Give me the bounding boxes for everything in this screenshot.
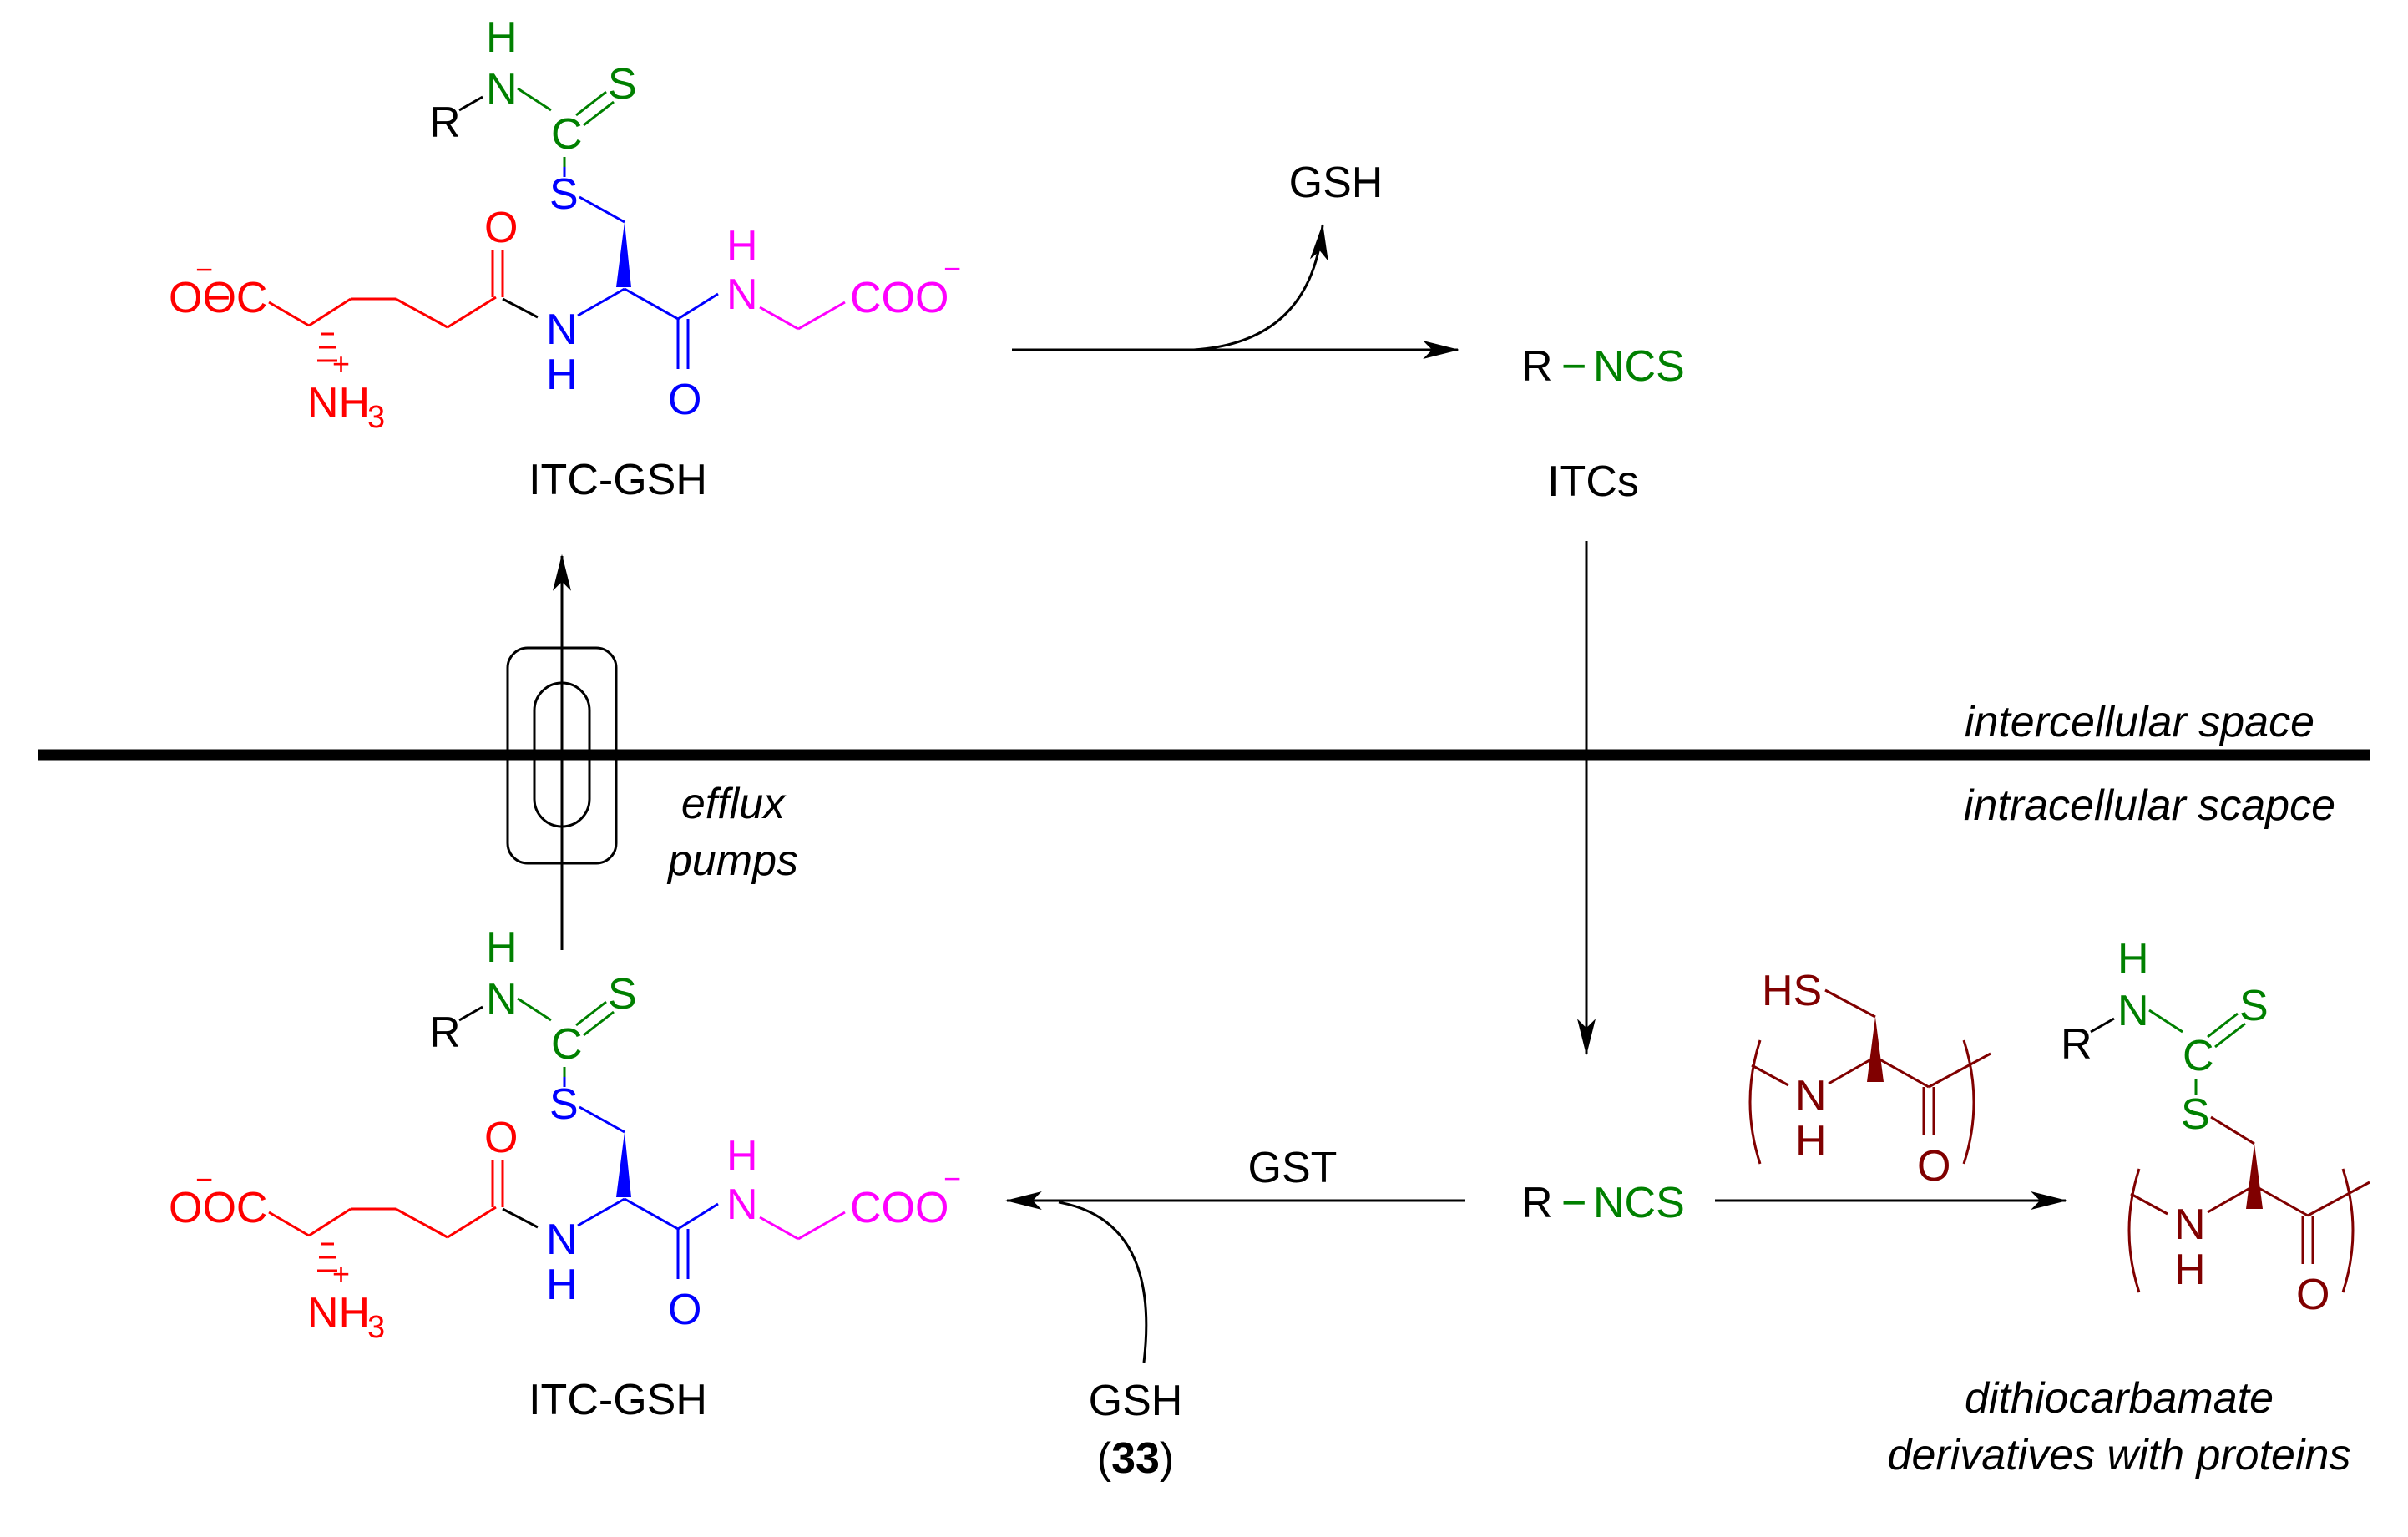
svg-text:H: H: [726, 1132, 758, 1181]
svg-text:COO: COO: [850, 1184, 949, 1232]
svg-text:S: S: [2239, 982, 2269, 1030]
svg-text:N: N: [726, 270, 758, 319]
itc-molecule-top: R − NCS: [1521, 342, 1685, 391]
svg-text:−: −: [195, 1162, 213, 1196]
dithiocarbamate-protein-structure: R N H C S S N H O: [2061, 935, 2370, 1319]
svg-text:+: +: [332, 346, 350, 381]
svg-text:H: H: [1795, 1117, 1827, 1165]
svg-text:O: O: [668, 1286, 701, 1334]
svg-text:OOC: OOC: [169, 1184, 267, 1232]
svg-text:N: N: [2174, 1201, 2206, 1249]
svg-text:N: N: [486, 975, 518, 1024]
svg-text:H: H: [486, 13, 518, 62]
svg-text:O: O: [668, 376, 701, 424]
svg-text:N: N: [2117, 987, 2149, 1035]
svg-text:+: +: [332, 1256, 350, 1291]
itc-gsh-label-top: ITC-GSH: [529, 456, 707, 504]
svg-text:R: R: [429, 1009, 461, 1057]
itc-gsh-structure-top: R N H C S S − OOC − O + NH 3: [169, 13, 961, 435]
itc-gsh-label-bottom: ITC-GSH: [529, 1376, 707, 1424]
itc-gsh-structure-bottom: R N H C S S OOC − O + NH 3 N H: [169, 923, 961, 1345]
svg-text:H: H: [2117, 935, 2149, 983]
svg-text:S: S: [2181, 1090, 2210, 1139]
svg-text:R: R: [2061, 1020, 2092, 1069]
svg-text:S: S: [608, 970, 637, 1019]
svg-text:C: C: [551, 110, 583, 159]
svg-text:O: O: [2296, 1271, 2330, 1319]
svg-text:NH: NH: [307, 1289, 370, 1337]
gst-label: GST: [1248, 1144, 1338, 1192]
svg-text:NH: NH: [307, 379, 370, 427]
protein-cysteine-structure: HS N H O: [1748, 967, 1991, 1191]
dithiocarbamate-label-line2: derivatives with proteins: [1888, 1431, 2351, 1479]
svg-text:R: R: [1521, 1179, 1553, 1227]
svg-text:C: C: [2183, 1032, 2214, 1080]
svg-text:3: 3: [367, 400, 385, 435]
intracellular-space-label: intracellular scapce: [1964, 781, 2335, 830]
gsh-reagent-label: GSH: [1089, 1377, 1183, 1425]
svg-text:R: R: [429, 99, 461, 147]
svg-text:OOC: OOC: [169, 274, 267, 322]
svg-text:−: −: [1561, 342, 1586, 391]
intercellular-space-label: intercellular space: [1965, 698, 2314, 746]
svg-text:O: O: [1917, 1142, 1950, 1191]
svg-text:S: S: [549, 170, 579, 219]
svg-text:HS: HS: [1762, 967, 1822, 1015]
svg-text:−: −: [205, 274, 230, 322]
svg-text:−: −: [195, 252, 213, 286]
svg-text:H: H: [546, 1261, 578, 1309]
svg-text:NCS: NCS: [1593, 342, 1685, 391]
svg-text:H: H: [486, 923, 518, 972]
gsh-released-label: GSH: [1289, 159, 1384, 207]
svg-text:H: H: [726, 222, 758, 270]
svg-text:COO: COO: [850, 274, 949, 322]
svg-text:−: −: [1561, 1179, 1586, 1227]
svg-text:N: N: [546, 306, 578, 354]
gsh-compound-number: (33): [1097, 1434, 1175, 1483]
svg-text:O: O: [484, 1114, 518, 1162]
svg-text:H: H: [2174, 1246, 2206, 1294]
svg-text:S: S: [608, 60, 637, 109]
svg-text:N: N: [1795, 1072, 1827, 1120]
itc-molecule-bottom: R − NCS: [1521, 1179, 1685, 1227]
svg-text:N: N: [726, 1181, 758, 1229]
pumps-label: pumps: [666, 837, 798, 885]
svg-text:N: N: [546, 1216, 578, 1264]
svg-text:−: −: [943, 251, 961, 286]
efflux-label: efflux: [681, 780, 787, 828]
svg-text:C: C: [551, 1020, 583, 1069]
svg-text:NCS: NCS: [1593, 1179, 1685, 1227]
svg-text:−: −: [943, 1161, 961, 1196]
svg-text:S: S: [549, 1080, 579, 1129]
itcs-label: ITCs: [1547, 458, 1639, 506]
svg-text:H: H: [546, 351, 578, 399]
gsh-release-curve: [1193, 223, 1328, 351]
svg-text:3: 3: [367, 1310, 385, 1345]
svg-text:N: N: [486, 65, 518, 114]
gsh-input-curve: [1058, 1201, 1148, 1363]
dithiocarbamate-label-line1: dithiocarbamate: [1965, 1374, 2274, 1423]
svg-text:O: O: [484, 204, 518, 252]
svg-text:R: R: [1521, 342, 1553, 391]
